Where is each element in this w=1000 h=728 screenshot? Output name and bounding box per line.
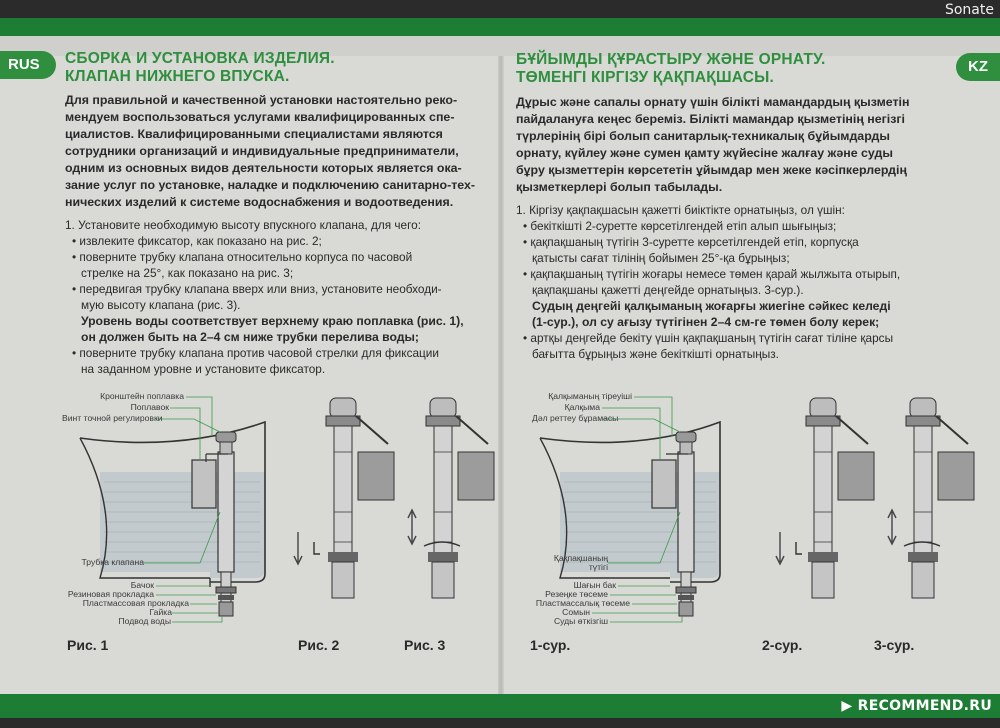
step-bullet-cont: қатысты сағат тілінің бойымен 25°-қа бұр… xyxy=(532,251,790,265)
lang-tab-kz: KZ xyxy=(956,53,1000,81)
top-green-band xyxy=(0,18,1000,36)
callout-float-bracket: Кронштейн поплавка xyxy=(100,391,184,401)
intro-line: циалистов. Квалифицированными специалист… xyxy=(65,127,443,141)
steps-list: 1. Установите необходимую высоту впускно… xyxy=(65,217,501,377)
valve-fig3 xyxy=(407,397,495,599)
callout-adjust-screw: Винт точной регулировки xyxy=(62,413,163,423)
callout-water-supply: Подвод воды xyxy=(118,616,172,626)
intro-line: нических изделий к системе водоснабжения… xyxy=(65,195,454,209)
callout-nut-kz: Сомын xyxy=(562,607,590,617)
callout-valve-tube-kz: Қақпақшаның түтігі xyxy=(532,554,608,572)
water-level-note: он должен быть на 2–4 см ниже трубки пер… xyxy=(81,330,419,344)
intro-paragraph: Дұрыс және сапалы орнату үшін білікті ма… xyxy=(516,94,962,196)
intro-paragraph: Для правильной и качественной установки … xyxy=(65,92,501,211)
callout-float-bracket-kz: Қалқыманың тіреуіші xyxy=(548,391,632,401)
intro-line: орнату, күйлеу және сумен қамту жүйесіне… xyxy=(516,146,893,160)
valve-fig2-kz xyxy=(775,397,875,599)
section-title-kz: БҰЙЫМДЫ ҚҰРАСТЫРУ ЖӘНЕ ОРНАТУ. ТӨМЕНГІ К… xyxy=(516,51,826,87)
title-line-1: БҰЙЫМДЫ ҚҰРАСТЫРУ ЖӘНЕ ОРНАТУ. xyxy=(516,51,826,68)
text-column-kz: Дұрыс және сапалы орнату үшін білікті ма… xyxy=(516,94,962,362)
step-bullet-cont: бағытта бұрыңыз және бекіткішті орнатыңы… xyxy=(532,347,779,361)
step-bullet: • қақпақшаның түтігін жоғары немесе төме… xyxy=(523,267,901,281)
intro-line: бұру қызметтерін көрсететін ұйымдар мен … xyxy=(516,163,907,177)
figures-2-3-valves xyxy=(293,397,495,599)
figure-1-tank-diagram xyxy=(79,396,266,623)
figure-2-label-kz: 2-сур. xyxy=(762,637,803,653)
watermark: ▶ RECOMMEND.RU xyxy=(841,698,992,714)
step-bullet: • қақпақшаның түтігін 3-суретте көрсетіл… xyxy=(523,235,859,249)
title-line-2: КЛАПАН НИЖНЕГО ВПУСКА. xyxy=(65,68,290,85)
intro-line: қызметкерлері болып табылады. xyxy=(516,180,723,194)
figure-2-label: Рис. 2 xyxy=(298,637,340,653)
valve-fig2 xyxy=(293,397,395,599)
step-bullet: • поверните трубку клапана против часово… xyxy=(72,346,439,360)
section-title-rus: СБОРКА И УСТАНОВКА ИЗДЕЛИЯ. КЛАПАН НИЖНЕ… xyxy=(65,50,335,86)
step-bullet: • поверните трубку клапана относительно … xyxy=(72,250,413,264)
step-bullet-cont: стрелке на 25°, как показано на рис. 3; xyxy=(81,266,294,280)
text-column-rus: Для правильной и качественной установки … xyxy=(65,92,501,377)
callout-water-supply-kz: Суды өткізгіш xyxy=(553,616,608,626)
callout-line: түтігі xyxy=(588,562,608,572)
water-level-note: Судың деңгейі қалқыманың жоғарғы жиегіне… xyxy=(532,299,891,313)
figures-2-3-valves-kz xyxy=(775,397,975,599)
bottom-green-band xyxy=(0,694,1000,718)
step-bullet: • передвигая трубку клапана вверх или вн… xyxy=(72,282,442,296)
figure-3-label-kz: 3-сур. xyxy=(874,637,915,653)
callout-plastic-gasket-kz: Пластмассалық төсеме xyxy=(535,598,630,608)
step-bullet: • извлеките фиксатор, как показано на ри… xyxy=(72,234,322,248)
figure-1-tank-diagram-kz xyxy=(539,396,721,623)
watermark-icon: ▶ xyxy=(841,698,858,714)
intro-line: Дұрыс және сапалы орнату үшін білікті ма… xyxy=(516,95,910,109)
intro-line: пайдалануға кеңес береміз. Білікті маман… xyxy=(516,112,905,126)
callout-nut: Гайка xyxy=(149,607,172,617)
instruction-page xyxy=(0,18,1000,718)
figure-1-label-kz: 1-сур. xyxy=(530,637,571,653)
callout-valve-tube: Трубка клапана xyxy=(81,557,145,567)
figure-1-label: Рис. 1 xyxy=(67,637,109,653)
step-heading: 1. Кіргізу қақпақшасын қажетті биіктікте… xyxy=(516,203,845,217)
callout-line: Қақпақшаның xyxy=(553,553,608,563)
watermark-text: RECOMMEND.RU xyxy=(857,698,992,714)
title-line-1: СБОРКА И УСТАНОВКА ИЗДЕЛИЯ. xyxy=(65,50,335,67)
step-bullet: • бекіткішті 2-суретте көрсетілгендей ет… xyxy=(523,219,837,233)
lang-tab-rus: RUS xyxy=(0,51,56,79)
intro-line: одним из основных видов деятельности кот… xyxy=(65,161,462,175)
step-bullet-cont: на заданном уровне и установите фиксатор… xyxy=(81,362,326,376)
steps-list: 1. Кіргізу қақпақшасын қажетті биіктікте… xyxy=(516,202,962,362)
step-bullet: • артқы деңгейде бекіту үшін қақпақшаның… xyxy=(523,331,894,345)
callout-rubber-gasket: Резиновая прокладка xyxy=(67,589,154,599)
intro-line: түрлерінің бірі болып санитарлық-техника… xyxy=(516,129,890,143)
title-line-2: ТӨМЕНГІ КІРГІЗУ ҚАҚПАҚШАСЫ. xyxy=(516,69,775,86)
figure-3-label: Рис. 3 xyxy=(404,637,446,653)
callout-adjust-screw-kz: Дәл реттеу бұрамасы xyxy=(532,413,619,423)
intro-line: сотрудники организаций и индивидуальные … xyxy=(65,144,459,158)
callout-tank: Бачок xyxy=(130,580,154,590)
callout-rubber-gasket-kz: Резеңке төсеме xyxy=(545,589,608,599)
brand-label: Sonate xyxy=(944,2,994,18)
intro-line: мендуем воспользоваться услугами квалифи… xyxy=(65,110,455,124)
callout-tank-kz: Шағын бак xyxy=(573,580,616,590)
step-bullet-cont: қақпақшаны қажетті деңгейде орнатыңыз. 3… xyxy=(532,283,804,297)
step-bullet-cont: мую высоту клапана (рис. 3). xyxy=(81,298,241,312)
callout-float: Поплавок xyxy=(130,402,169,412)
callout-plastic-gasket: Пластмассовая прокладка xyxy=(82,598,189,608)
step-heading: 1. Установите необходимую высоту впускно… xyxy=(65,218,421,232)
water-level-note: (1-сур.), ол су ағызу түтігінен 2–4 см-г… xyxy=(532,315,880,329)
page-fold xyxy=(498,56,504,694)
intro-line: Для правильной и качественной установки … xyxy=(65,93,458,107)
intro-line: зание услуг по установке, наладке и подк… xyxy=(65,178,476,192)
top-grey-strip xyxy=(0,36,1000,56)
callout-float-kz: Қалқыма xyxy=(564,402,600,412)
water-level-note: Уровень воды соответствует верхнему краю… xyxy=(81,314,464,328)
valve-fig3-kz xyxy=(887,397,975,599)
